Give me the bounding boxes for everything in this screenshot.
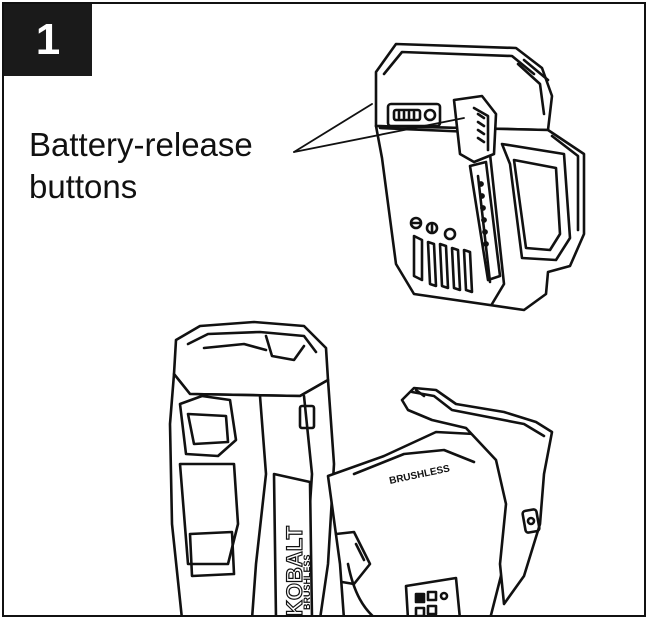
fuel-gauge [386, 102, 442, 128]
callout-line-1: Battery-release [29, 126, 253, 163]
control-panel [404, 576, 461, 615]
nailer-tool [168, 320, 554, 615]
instruction-panel: KOBALT BRUSHLESS BRUSHLESS 1 Battery-rel… [2, 2, 646, 617]
tool-brand-kobalt: KOBALT [282, 525, 307, 616]
callout-line-2: buttons [29, 168, 138, 205]
illustration: KOBALT BRUSHLESS BRUSHLESS [168, 42, 586, 616]
battery-pack [374, 42, 586, 312]
callout-leader-lines [293, 103, 465, 153]
tool-brand-brushless-strip: BRUSHLESS [302, 554, 312, 610]
battery-terminals [409, 216, 474, 294]
callout-label: Battery-release buttons [29, 124, 289, 208]
step-number-badge: 1 [4, 4, 92, 76]
battery-release-button-right [452, 94, 498, 164]
